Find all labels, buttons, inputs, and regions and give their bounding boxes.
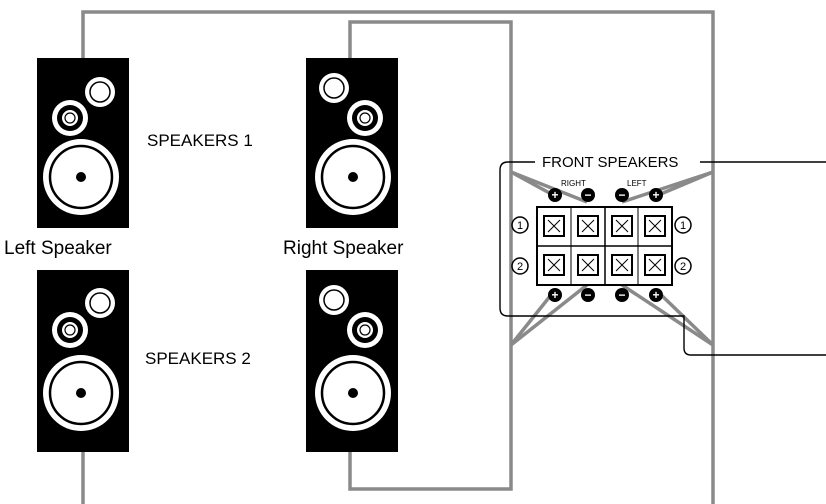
svg-text:2: 2 [517, 261, 523, 273]
wire-fan-bottom-left-a [509, 288, 557, 347]
svg-text:+: + [551, 188, 558, 202]
svg-text:−: − [618, 188, 625, 202]
wire-right-speaker-2 [348, 345, 513, 491]
svg-text:−: − [584, 188, 591, 202]
svg-text:+: + [652, 288, 659, 302]
label-right: RIGHT [561, 179, 586, 188]
terminal-row-1 [543, 215, 666, 237]
front-speakers-panel: FRONT SPEAKERS RIGHT LEFT + − − + [499, 154, 826, 356]
wire-left-speaker-1 [81, 10, 715, 345]
label-left: LEFT [627, 179, 647, 188]
svg-text:1: 1 [517, 220, 523, 232]
speaker-wires [81, 10, 715, 504]
svg-text:−: − [618, 288, 625, 302]
terminal-block [536, 206, 673, 286]
svg-text:2: 2 [680, 261, 686, 273]
svg-text:+: + [551, 288, 558, 302]
wire-fan-bottom-right-b [621, 283, 714, 347]
left-speaker-1 [37, 58, 129, 228]
svg-text:+: + [652, 188, 659, 202]
panel-outline [499, 161, 826, 356]
bottom-polarity-markers: + − − + [548, 288, 663, 302]
top-polarity-markers: + − − + [548, 188, 663, 202]
label-left-speaker: Left Speaker [4, 238, 112, 259]
wire-right-speaker-1 [348, 20, 513, 345]
wire-fan-bottom-left-b [509, 283, 589, 347]
wire-fan-top-right-b [621, 170, 714, 204]
label-speakers-1: SPEAKERS 1 [147, 131, 253, 150]
label-front-speakers: FRONT SPEAKERS [542, 154, 678, 171]
row-number-markers: 1 2 1 2 [511, 216, 692, 275]
terminal-row-2 [543, 254, 666, 276]
wire-fan-top-left-b [510, 170, 588, 204]
right-speaker-1 [306, 58, 398, 228]
svg-text:1: 1 [680, 220, 686, 232]
svg-text:−: − [584, 288, 591, 302]
left-speaker-2 [37, 270, 129, 452]
label-speakers-2: SPEAKERS 2 [145, 349, 251, 368]
label-right-speaker: Right Speaker [283, 238, 404, 259]
right-speaker-2 [306, 270, 398, 452]
